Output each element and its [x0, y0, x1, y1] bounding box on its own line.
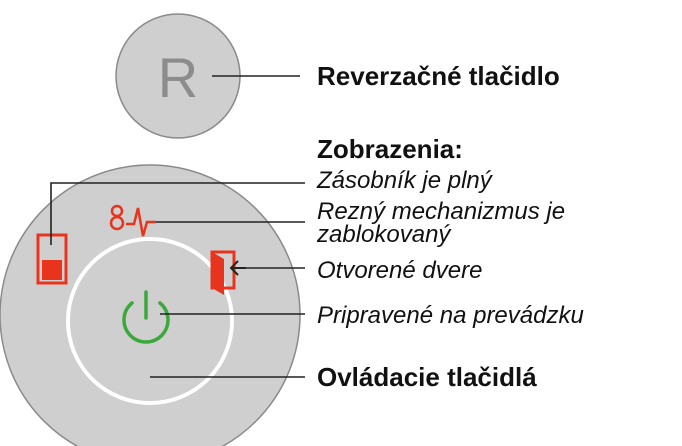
reverse-button-label: Reverzačné tlačidlo: [317, 61, 560, 91]
cutter-jam-label-line1: Rezný mechanizmus je: [317, 198, 566, 225]
displays-heading: Zobrazenia:: [317, 134, 463, 164]
cutter-jam-label-line2: zablokovaný: [317, 221, 451, 248]
power-icon: [122, 290, 170, 344]
leader-lines: [50, 75, 305, 378]
ready-label: Pripravené na prevádzku: [317, 302, 584, 329]
power-button-ring: [66, 237, 234, 405]
power-button[interactable]: [70, 241, 230, 401]
cutter-jam-icon: [109, 204, 156, 237]
door-open-icon: [210, 250, 246, 295]
control-buttons-label: Ovládacie tlačidlá: [317, 362, 537, 392]
reverse-button-letter: R: [158, 46, 198, 109]
bin-full-icon: [36, 233, 68, 285]
door-open-label: Otvorené dvere: [317, 257, 483, 284]
bin-full-label: Zásobník je plný: [317, 167, 492, 194]
